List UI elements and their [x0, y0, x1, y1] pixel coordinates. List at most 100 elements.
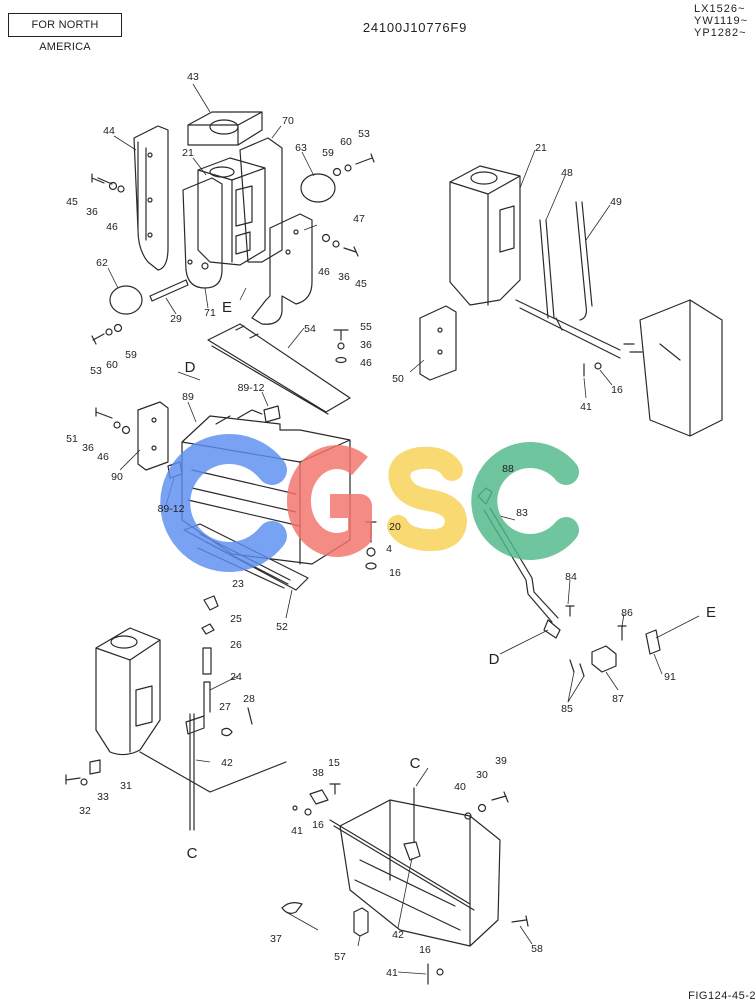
part-54-plate	[207, 323, 351, 415]
lower-housing-left	[95, 627, 161, 756]
watermark-letter-c1	[160, 434, 287, 572]
part-43-top-plate	[187, 111, 263, 146]
leader-c-left	[139, 751, 287, 793]
callout-59: 59	[125, 349, 137, 361]
part-53-bolt-top	[355, 153, 375, 165]
callout-33: 33	[97, 791, 109, 803]
leader-lines	[107, 83, 700, 975]
serial-range-3: YP1282~	[694, 27, 747, 39]
callout-48: 48	[561, 167, 573, 179]
callout-15: 15	[328, 757, 340, 769]
part-55-screw	[333, 329, 349, 341]
callout-30: 30	[476, 769, 488, 781]
callout-28: 28	[243, 693, 255, 705]
callout-23: 23	[232, 578, 244, 590]
part-31-clip	[89, 759, 101, 775]
callout-62: 62	[96, 257, 108, 269]
part-21-housing	[197, 157, 266, 266]
callout-E: E	[706, 604, 716, 621]
part-29-rod	[149, 279, 189, 302]
serial-range-1: LX1526~	[694, 3, 746, 15]
callout-39: 39	[495, 755, 507, 767]
callout-70: 70	[282, 115, 294, 127]
callout-87: 87	[612, 693, 624, 705]
callout-46: 46	[106, 221, 118, 233]
linkage-shaft	[515, 299, 621, 359]
part-90-bracket	[137, 401, 169, 471]
part-50-bracket	[419, 305, 457, 381]
rod-c-lower	[185, 713, 205, 831]
callout-42: 42	[392, 929, 404, 941]
callout-85: 85	[561, 703, 573, 715]
callout-16: 16	[611, 384, 623, 396]
callout-42: 42	[221, 757, 233, 769]
callout-45: 45	[355, 278, 367, 290]
callout-45: 45	[66, 196, 78, 208]
part-15-screw	[329, 783, 341, 795]
callout-51: 51	[66, 433, 78, 445]
shaft-42-lower	[329, 819, 475, 911]
callout-32: 32	[79, 805, 91, 817]
callout-55: 55	[360, 321, 372, 333]
callout-83: 83	[516, 507, 528, 519]
callout-C: C	[410, 755, 421, 772]
callout-16: 16	[419, 944, 431, 956]
callout-91: 91	[664, 671, 676, 683]
part-71-front-plate	[182, 177, 223, 289]
callout-4: 4	[386, 543, 392, 555]
callout-90: 90	[111, 471, 123, 483]
figure-id: FIG124-45-2	[688, 990, 756, 1002]
part-89-12-pad-top	[263, 405, 281, 423]
callout-16: 16	[389, 567, 401, 579]
part-45-bolt-left	[91, 173, 113, 185]
callout-25: 25	[230, 613, 242, 625]
lower-frame-right	[339, 799, 501, 947]
part-51-bolt	[95, 407, 113, 419]
part-47-right-bracket	[251, 213, 313, 325]
part-37-handle	[281, 902, 303, 914]
callout-53: 53	[90, 365, 102, 377]
callout-21: 21	[182, 147, 194, 159]
callout-52: 52	[276, 621, 288, 633]
callout-57: 57	[334, 951, 346, 963]
callout-50: 50	[392, 373, 404, 385]
part-32-bolt	[65, 774, 81, 785]
part-58-bolt	[511, 915, 529, 927]
callout-63: 63	[295, 142, 307, 154]
callout-53: 53	[358, 128, 370, 140]
callout-40: 40	[454, 781, 466, 793]
serial-ranges: LX1526~ YW1119~ YP1282~	[694, 3, 748, 39]
callout-86: 86	[621, 607, 633, 619]
part-63-disc	[300, 173, 336, 203]
callout-31: 31	[120, 780, 132, 792]
callout-60: 60	[106, 359, 118, 371]
part-87-block	[591, 645, 617, 673]
callout-41: 41	[291, 825, 303, 837]
callout-26: 26	[230, 639, 242, 651]
watermark-letter-s	[387, 446, 468, 552]
callout-58: 58	[531, 943, 543, 955]
part-49-rod	[575, 201, 593, 321]
callout-E: E	[222, 299, 232, 316]
watermark-letter-c2	[471, 442, 579, 560]
part-86-bolt	[617, 625, 627, 641]
callout-36: 36	[86, 206, 98, 218]
cgsc-watermark	[160, 434, 579, 572]
part-53-bolt-lower	[91, 333, 105, 345]
part-70-frame	[239, 137, 283, 263]
callout-46: 46	[97, 451, 109, 463]
part-21-housing-right	[449, 165, 521, 306]
callout-36: 36	[338, 271, 350, 283]
callout-36: 36	[360, 339, 372, 351]
callout-C: C	[187, 845, 198, 862]
callout-49: 49	[610, 196, 622, 208]
callout-43: 43	[187, 71, 199, 83]
part-45-bolt-right	[343, 246, 359, 257]
part-38-block	[309, 789, 329, 805]
part-48-rod	[539, 219, 555, 319]
drawing-number: 24100J10776F9	[362, 20, 468, 35]
callout-47: 47	[353, 213, 365, 225]
callout-41: 41	[580, 401, 592, 413]
callout-38: 38	[312, 767, 324, 779]
